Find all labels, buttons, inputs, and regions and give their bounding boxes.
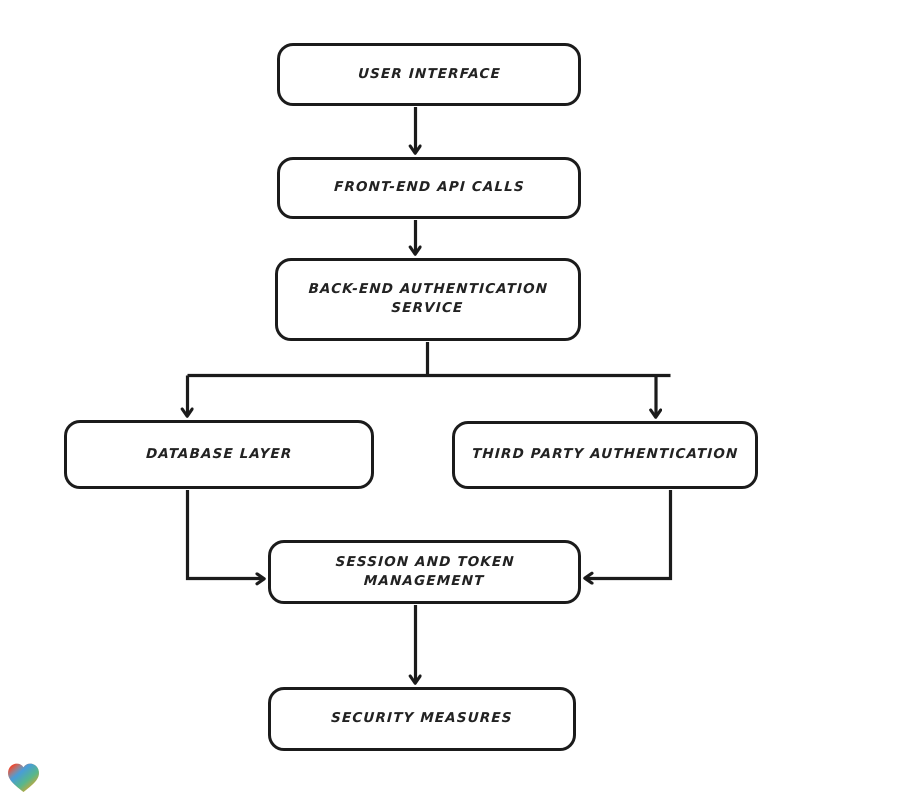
node-security-measures-label: Security Measures xyxy=(330,710,514,727)
node-user-interface-label: User Interface xyxy=(357,65,501,82)
heart-icon xyxy=(8,763,39,792)
edge-thirdparty-to-session xyxy=(585,490,673,579)
node-database-layer[interactable]: Database Layer xyxy=(64,420,374,489)
node-third-party-authentication[interactable]: Third Party Authentication xyxy=(452,421,758,489)
node-third-party-authentication-label: Third Party Authentication xyxy=(471,446,739,463)
node-backend-auth-service[interactable]: Back-End Authentication Service xyxy=(275,258,581,341)
node-session-token-management-label: Session and Token Management xyxy=(334,553,516,589)
node-session-token-management[interactable]: Session and Token Management xyxy=(268,540,581,604)
node-frontend-api-calls[interactable]: Front-End API Calls xyxy=(277,157,581,219)
node-database-layer-label: Database Layer xyxy=(145,445,293,462)
node-backend-auth-service-label: Back-End Authentication Service xyxy=(308,281,549,317)
edge-database-to-session xyxy=(185,490,265,579)
node-frontend-api-calls-label: Front-End API Calls xyxy=(333,179,525,196)
node-user-interface[interactable]: User Interface xyxy=(277,43,581,106)
node-security-measures[interactable]: Security Measures xyxy=(268,687,576,751)
